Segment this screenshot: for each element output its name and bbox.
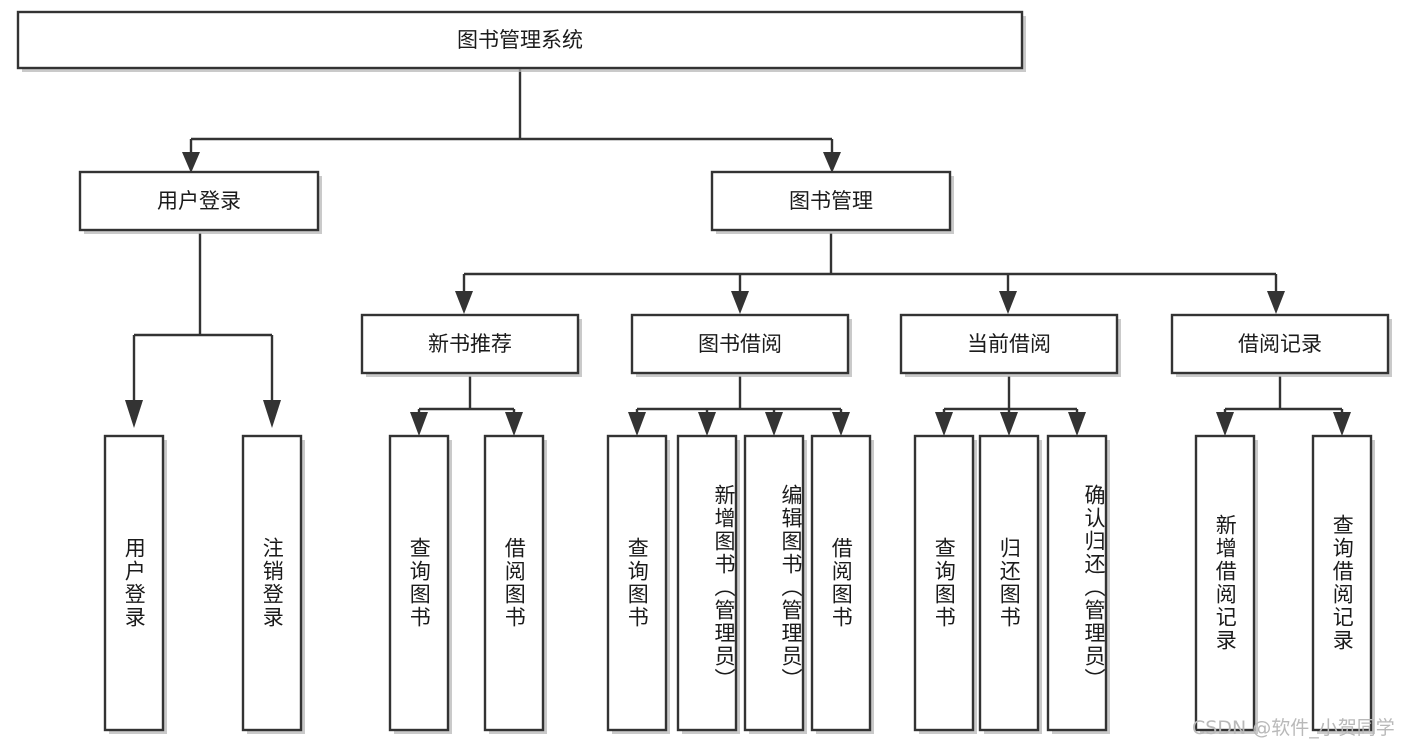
node-records-label: 借阅记录 <box>1238 332 1322 356</box>
node-leaf-5-box[interactable] <box>606 434 668 732</box>
arrow-head-leaf-3 <box>410 412 428 436</box>
arrow-head-leaf-8 <box>832 412 850 436</box>
node-leaf-7-box[interactable] <box>743 434 805 732</box>
node-leaf-9-box[interactable] <box>913 434 975 732</box>
node-leaf-13-box[interactable] <box>1311 434 1373 732</box>
node-leaf-2-box[interactable] <box>241 434 303 732</box>
arrow-head-current <box>999 291 1017 314</box>
node-leaf-1-box[interactable] <box>103 434 165 732</box>
node-leaf-10-box[interactable] <box>978 434 1040 732</box>
node-leaf-11-box[interactable] <box>1046 434 1108 732</box>
node-borrow[interactable]: 图书借阅 <box>630 313 852 377</box>
node-current-label: 当前借阅 <box>967 332 1051 356</box>
node-login-label: 用户登录 <box>157 189 241 213</box>
node-records-box[interactable] <box>1170 313 1390 375</box>
node-leaf-8-box[interactable] <box>810 434 872 732</box>
node-leaf-4-box[interactable] <box>483 434 545 732</box>
node-leaf-12-box[interactable] <box>1194 434 1256 732</box>
arrow-head-leaf-7 <box>765 412 783 436</box>
arrow-head-bookmgmt <box>823 152 841 173</box>
arrow-head-leaf-11 <box>1068 412 1086 436</box>
csdn-watermark: CSDN @软件_小贺同学 <box>1192 717 1395 739</box>
edge-layer <box>125 69 1351 436</box>
arrow-head-leaf-5 <box>628 412 646 436</box>
node-leaf-6-box[interactable] <box>676 434 738 732</box>
arrow-head-leaf-13 <box>1333 412 1351 436</box>
node-root-label: 图书管理系统 <box>457 28 583 52</box>
arrow-head-leaf-1 <box>125 400 143 428</box>
node-login[interactable]: 用户登录 <box>78 170 322 234</box>
node-root[interactable]: 图书管理系统 <box>16 10 1026 72</box>
node-newbook-label: 新书推荐 <box>428 332 512 356</box>
node-records[interactable]: 借阅记录 <box>1170 313 1392 377</box>
arrow-head-records <box>1267 291 1285 314</box>
node-leaf-3-box[interactable] <box>388 434 450 732</box>
arrow-head-login <box>182 152 200 173</box>
arrow-head-leaf-9 <box>935 412 953 436</box>
leaf-box-layer <box>103 434 1375 734</box>
arrow-head-leaf-12 <box>1216 412 1234 436</box>
arrow-head-newbook <box>455 291 473 314</box>
arrow-head-leaf-4 <box>505 412 523 436</box>
arrow-head-leaf-2 <box>263 400 281 428</box>
node-newbook-box[interactable] <box>360 313 580 375</box>
node-bookmgmt-box[interactable] <box>710 170 952 232</box>
node-borrow-label: 图书借阅 <box>698 332 782 356</box>
node-bookmgmt-label: 图书管理 <box>789 189 873 213</box>
node-current-box[interactable] <box>899 313 1119 375</box>
node-bookmgmt[interactable]: 图书管理 <box>710 170 954 234</box>
node-login-box[interactable] <box>78 170 320 232</box>
arrow-head-borrow <box>731 291 749 314</box>
node-newbook[interactable]: 新书推荐 <box>360 313 582 377</box>
node-borrow-box[interactable] <box>630 313 850 375</box>
node-root-box[interactable] <box>16 10 1024 70</box>
node-current[interactable]: 当前借阅 <box>899 313 1121 377</box>
arrow-head-leaf-6 <box>698 412 716 436</box>
arrow-head-leaf-10 <box>1000 412 1018 436</box>
